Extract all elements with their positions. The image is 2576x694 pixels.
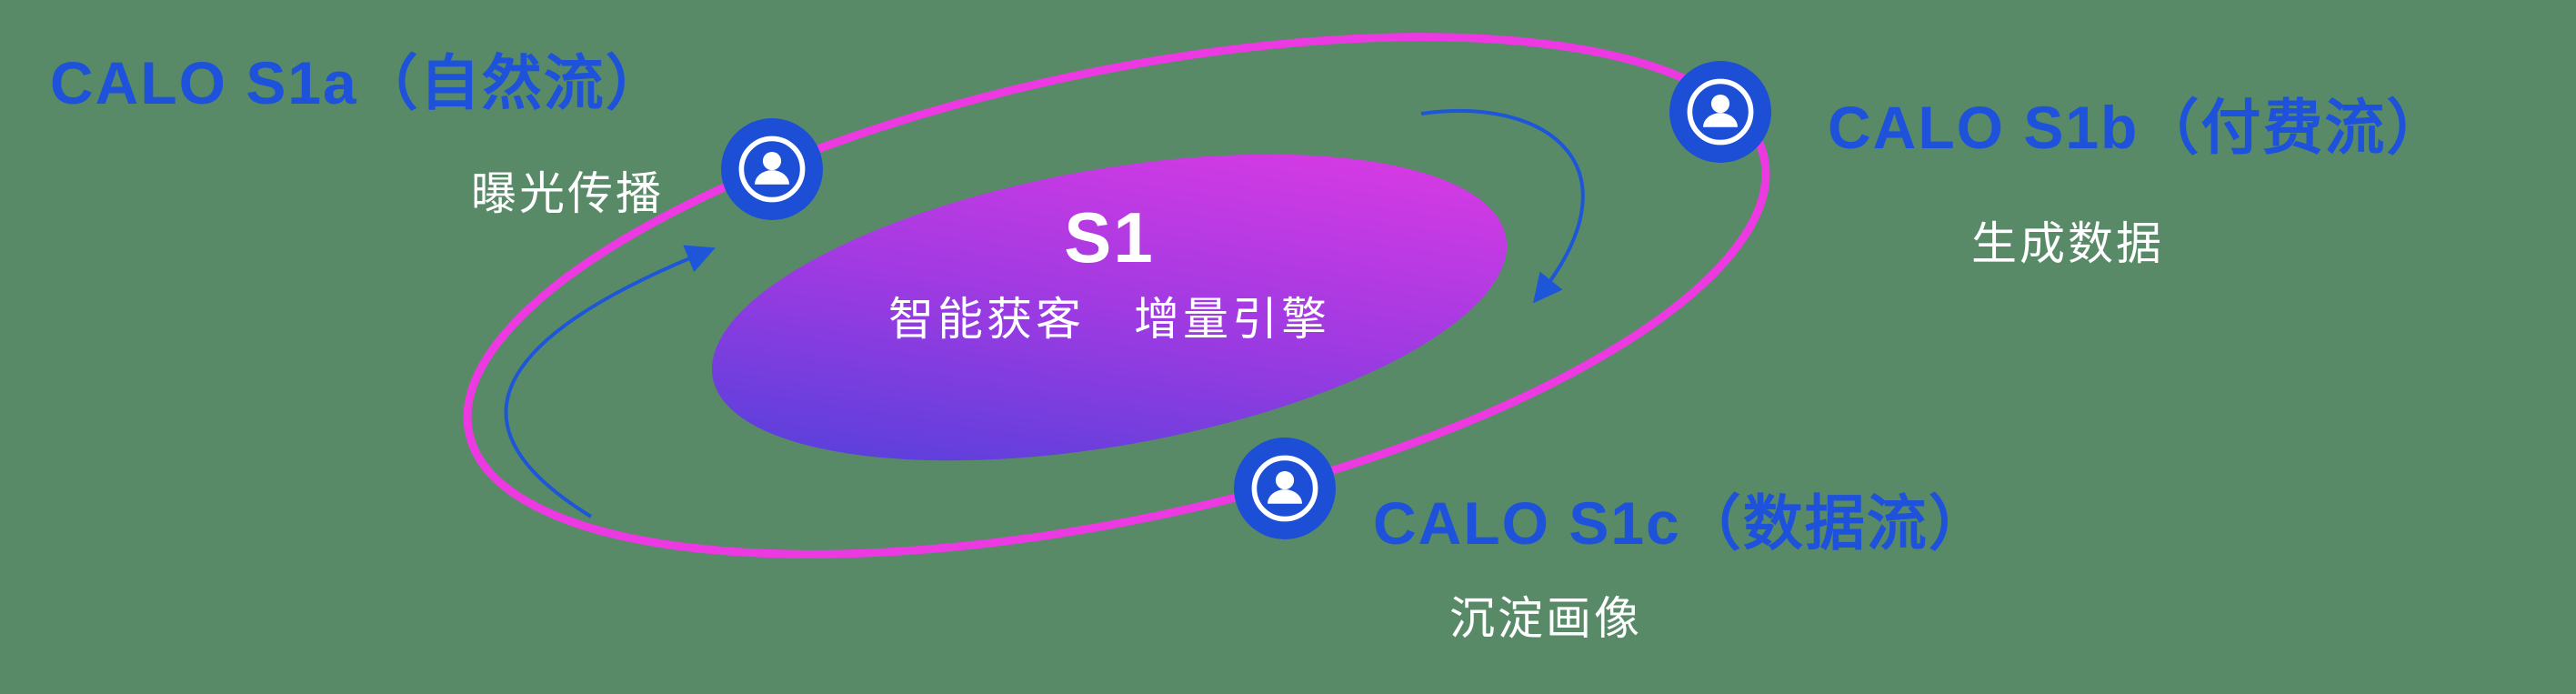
user-icon bbox=[721, 118, 823, 220]
core-title: S1 bbox=[1064, 197, 1155, 277]
core-label: S1 智能获客 增量引擎 bbox=[888, 202, 1330, 342]
node-s1a-subtitle: 曝光传播 bbox=[471, 168, 664, 219]
flow-arrow-right bbox=[1420, 108, 1585, 304]
node-s1c-title: CALO S1c（数据流） bbox=[1373, 489, 1990, 557]
user-icon bbox=[1669, 61, 1771, 163]
node-s1c-subtitle: 沉淀画像 bbox=[1449, 593, 1642, 644]
orbit-ellipse bbox=[463, 33, 1770, 558]
node-s1a-title: CALO S1a（自然流） bbox=[50, 49, 667, 116]
core-gradient-ellipse bbox=[711, 154, 1508, 461]
node-s1b-subtitle: 生成数据 bbox=[1971, 218, 2164, 269]
flow-arrow-left bbox=[504, 245, 716, 518]
node-s1b-title: CALO S1b（付费流） bbox=[1828, 94, 2449, 161]
user-icon bbox=[1234, 438, 1336, 539]
core-subtitle: 智能获客 增量引擎 bbox=[888, 294, 1330, 345]
